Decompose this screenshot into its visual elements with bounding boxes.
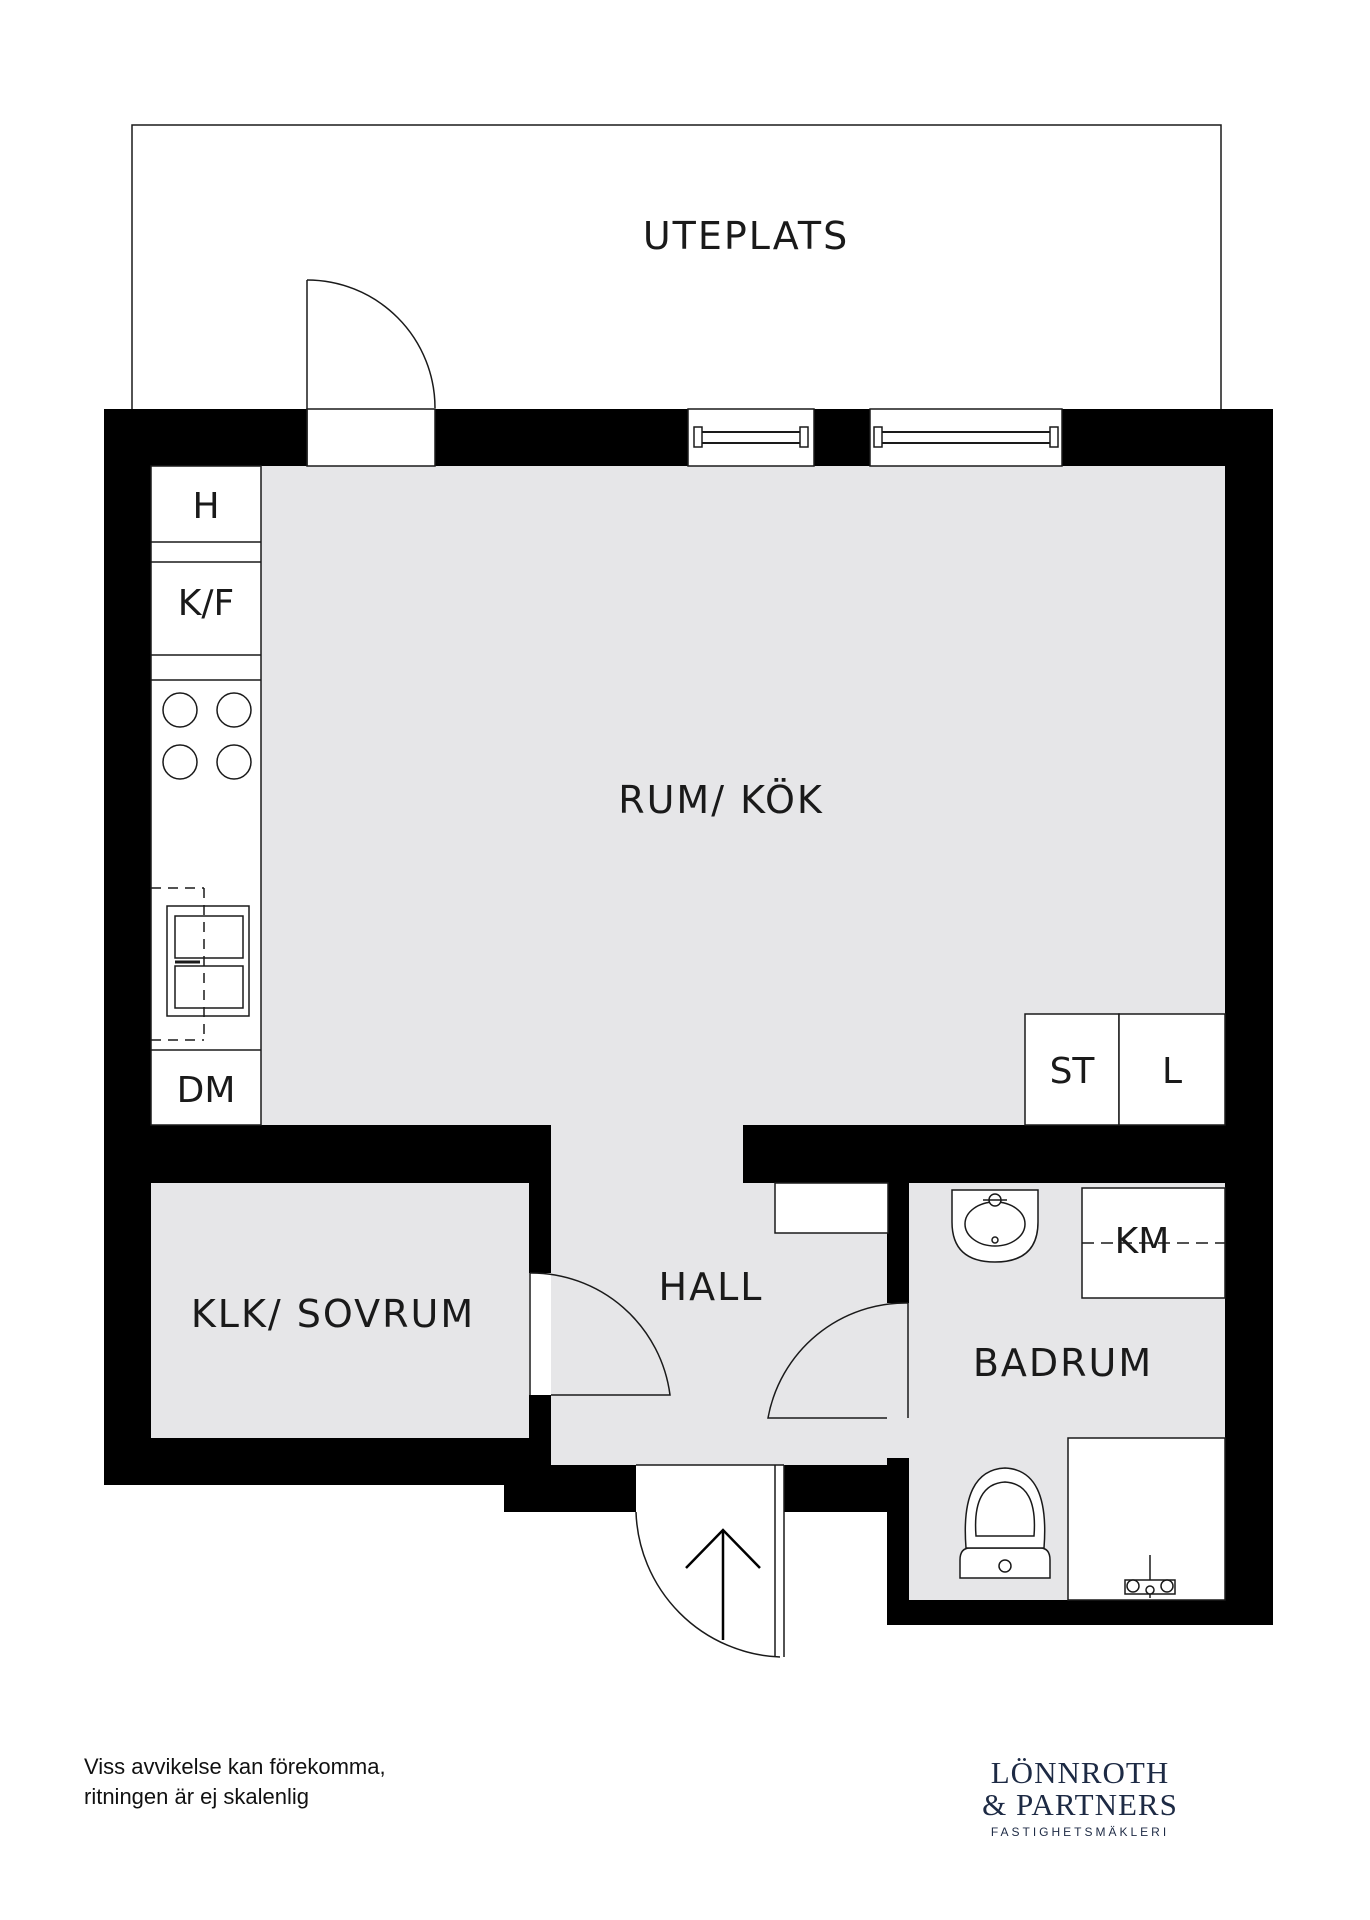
label-klk-sovrum: KLK/ SOVRUM <box>191 1292 475 1336</box>
toilet-icon <box>959 1467 1051 1579</box>
walls <box>104 409 1273 1625</box>
uteplats-area <box>131 124 1222 411</box>
brand-tagline: FASTIGHETSMÄKLERI <box>990 1825 1170 1839</box>
balcony-door <box>306 279 436 467</box>
window-right <box>869 408 1063 467</box>
label-kf: K/F <box>178 583 234 624</box>
disclaimer-line-1: Viss avvikelse kan förekomma, <box>84 1754 386 1779</box>
label-km: KM <box>1115 1221 1170 1262</box>
stove-icon <box>162 692 252 780</box>
label-l: L <box>1162 1051 1182 1092</box>
label-rum-kok: RUM/ KÖK <box>618 778 824 822</box>
label-badrum: BADRUM <box>973 1341 1153 1385</box>
label-st: ST <box>1050 1051 1096 1092</box>
label-hall: HALL <box>659 1265 764 1309</box>
label-dm: DM <box>177 1070 236 1111</box>
brand-name-line-1: LÖNNROTH <box>990 1755 1170 1790</box>
sovrum-door <box>529 1272 671 1396</box>
disclaimer: Viss avvikelse kan förekomma, ritningen … <box>84 1752 386 1812</box>
washbasin-icon <box>951 1189 1039 1263</box>
label-uteplats: UTEPLATS <box>643 214 849 258</box>
kitchen-counter <box>150 465 262 1126</box>
entrance-arrow-icon <box>685 1528 761 1640</box>
badrum-door <box>767 1302 909 1419</box>
disclaimer-line-2: ritningen är ej skalenlig <box>84 1784 310 1809</box>
klk-sovrum-floor <box>151 1183 529 1438</box>
brand-name-line-2: & PARTNERS <box>982 1787 1178 1822</box>
hall-shelf <box>774 1182 889 1234</box>
window-left <box>687 408 815 467</box>
closets <box>1024 1013 1226 1126</box>
label-h: H <box>192 486 219 527</box>
washing-machine <box>1081 1187 1226 1299</box>
shower-area <box>1067 1437 1226 1601</box>
brand-logo: LÖNNROTH & PARTNERS FASTIGHETSMÄKLERI <box>960 1755 1200 1840</box>
sink-icon <box>151 887 250 1041</box>
entrance-door <box>635 1464 785 1658</box>
